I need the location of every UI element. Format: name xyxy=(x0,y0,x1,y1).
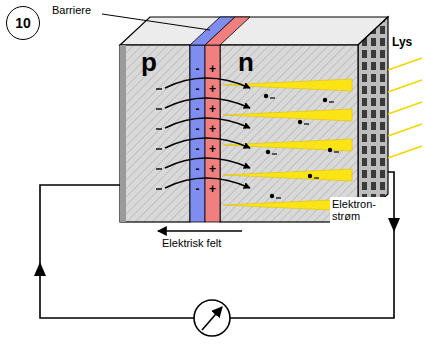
electron-path xyxy=(165,158,250,168)
light-ray xyxy=(388,58,422,70)
current-arrow-up xyxy=(34,262,46,276)
ammeter-symbol xyxy=(194,300,230,336)
electron-charge xyxy=(270,97,275,98)
barrier-top-positive xyxy=(205,17,250,45)
electrons xyxy=(264,94,339,198)
electron-charge xyxy=(329,101,334,102)
charge-sign: + xyxy=(209,83,216,96)
barrier-positive-layer xyxy=(205,45,220,222)
charge-sign: - xyxy=(196,63,200,76)
field-label: Elektrisk felt xyxy=(162,237,221,249)
electron-path xyxy=(165,118,250,128)
electron-dot xyxy=(264,94,268,98)
light-ray xyxy=(388,80,422,92)
charge-sign: + xyxy=(209,163,216,176)
electron-mark xyxy=(156,128,162,129)
electron-mark xyxy=(156,168,162,169)
leader-line xyxy=(102,14,210,30)
electron-paths xyxy=(156,78,250,189)
electron-dot xyxy=(270,194,274,198)
field-arrow xyxy=(158,230,242,231)
electron-charge xyxy=(272,153,277,154)
electron-mark xyxy=(156,148,162,149)
electron-path xyxy=(165,138,250,148)
n-region xyxy=(220,45,358,222)
electron-mark xyxy=(156,108,162,109)
charge-sign: + xyxy=(209,183,216,196)
electron-dot xyxy=(308,174,312,178)
electron-mark xyxy=(156,88,162,89)
charge-sign: + xyxy=(209,143,216,156)
charge-sign: - xyxy=(196,183,200,196)
charge-sign: - xyxy=(196,103,200,116)
charge-sign: + xyxy=(209,103,216,116)
electron-charge xyxy=(334,151,339,152)
electron-path xyxy=(165,178,250,188)
electron-dot xyxy=(266,150,270,154)
p-region xyxy=(120,45,190,222)
charge-sign: - xyxy=(196,123,200,136)
electron-path xyxy=(165,78,250,88)
front-edge xyxy=(120,45,126,222)
light-ray xyxy=(388,124,422,136)
light-rays xyxy=(388,58,422,158)
light-ray xyxy=(388,102,422,114)
electron-charge xyxy=(304,123,309,124)
charge-sign: - xyxy=(196,83,200,96)
ammeter-needle xyxy=(202,307,222,330)
top-face xyxy=(120,17,388,45)
charge-sign: - xyxy=(196,143,200,156)
electron-mark xyxy=(156,188,162,189)
electron-dot xyxy=(323,98,327,102)
current-label: Elektron- strøm xyxy=(330,197,386,223)
callout-circle: 10 xyxy=(6,6,40,40)
light-ray xyxy=(388,146,422,158)
charge-sign: + xyxy=(209,63,216,76)
charge-sign: - xyxy=(196,163,200,176)
callout-number: 10 xyxy=(15,15,31,31)
charge-sign: + xyxy=(209,123,216,136)
light-arrow xyxy=(223,109,352,121)
electron-dot xyxy=(298,120,302,124)
current-arrow-down xyxy=(388,218,400,232)
barrier-negative-layer xyxy=(190,45,205,222)
electron-charge xyxy=(314,177,319,178)
light-label: Lys xyxy=(392,36,412,49)
electrode-grid-face xyxy=(358,17,388,222)
light-arrow xyxy=(223,169,352,181)
part-name: Barriere xyxy=(52,4,91,16)
electron-charge xyxy=(276,197,281,198)
electron-path xyxy=(165,98,250,108)
electron-dot xyxy=(328,148,332,152)
region-label: n xyxy=(238,48,254,77)
region-label: p xyxy=(141,48,157,77)
